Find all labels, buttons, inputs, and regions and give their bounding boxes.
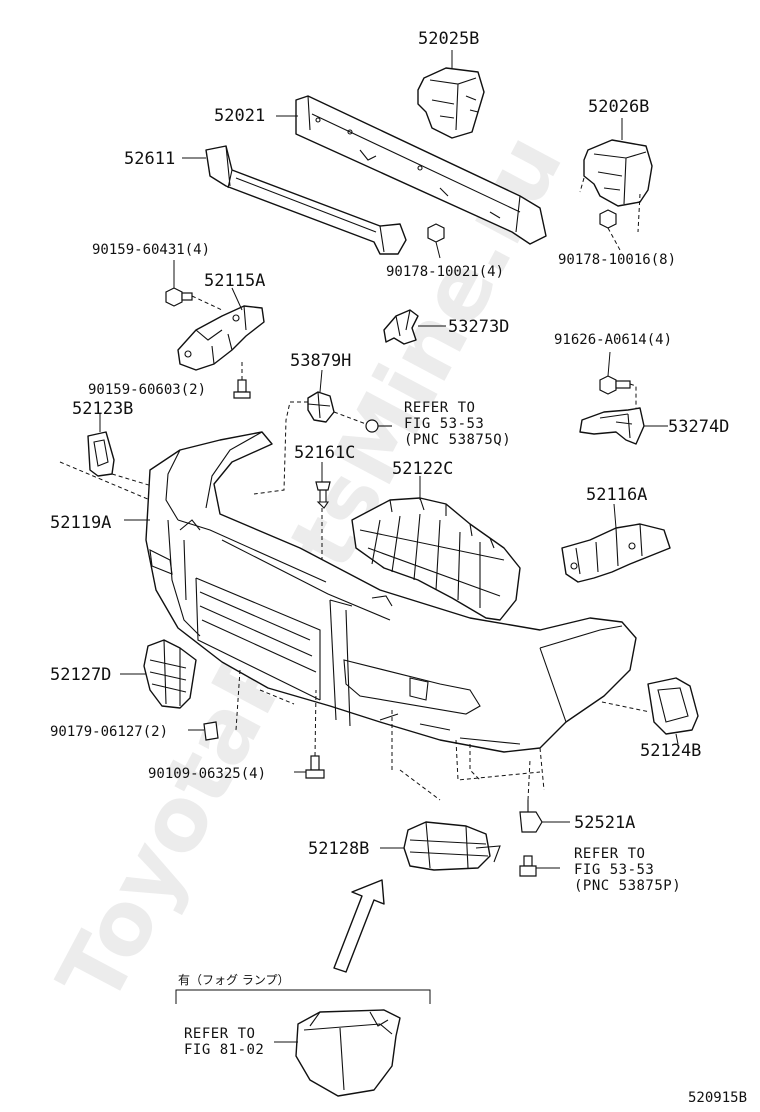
bolt-90159-60603[interactable]: [233, 379, 251, 399]
label-52122C[interactable]: 52122C: [392, 459, 453, 479]
part-52122C[interactable]: [351, 497, 521, 621]
figure-code: 520915B: [688, 1090, 747, 1106]
label-52127D[interactable]: 52127D: [50, 665, 111, 685]
label-52115A[interactable]: 52115A: [204, 271, 265, 291]
label-53274D[interactable]: 53274D: [668, 417, 729, 437]
leader-52115A: [231, 287, 243, 311]
label-90179-06127[interactable]: 90179-06127(2): [50, 724, 168, 740]
part-53274D[interactable]: [579, 407, 645, 445]
part-52021[interactable]: [295, 95, 547, 245]
leader-52116A: [613, 503, 617, 529]
part-fog-lamp[interactable]: [295, 1009, 401, 1097]
refer-53875Q-line1: REFER TO: [404, 400, 475, 416]
refer-81-02-line2: FIG 81-02: [184, 1042, 264, 1058]
label-52123B[interactable]: 52123B: [72, 399, 133, 419]
dash-52521A: [527, 759, 531, 801]
refer-53875P-line2: FIG 53-53: [574, 862, 654, 878]
label-52124B[interactable]: 52124B: [640, 741, 701, 761]
refer-53875P-line1: REFER TO: [574, 846, 645, 862]
leader-53879H: [319, 369, 323, 393]
part-52115A[interactable]: [177, 305, 265, 371]
refer-81-02-line1: REFER TO: [184, 1026, 255, 1042]
label-90178-10021[interactable]: 90178-10021(4): [386, 264, 504, 280]
part-52161C[interactable]: [315, 481, 331, 509]
label-90159-60603[interactable]: 90159-60603(2): [88, 382, 206, 398]
label-53879H[interactable]: 53879H: [290, 351, 351, 371]
bolt-90109-06325[interactable]: [305, 755, 325, 779]
refer-53875Q-line2: FIG 53-53: [404, 416, 484, 432]
label-91626-A0614[interactable]: 91626-A0614(4): [554, 332, 672, 348]
part-52116A[interactable]: [561, 523, 671, 583]
fog-bracket-line: [175, 989, 431, 1004]
bolt-90178-10016[interactable]: [599, 209, 617, 229]
part-52611[interactable]: [205, 145, 407, 255]
label-52026B[interactable]: 52026B: [588, 97, 649, 117]
refer-53875P[interactable]: REFER TO FIG 53-53 (PNC 53875P): [574, 846, 681, 894]
label-90159-60431[interactable]: 90159-60431(4): [92, 242, 210, 258]
bolt-90178-10021[interactable]: [427, 223, 445, 243]
part-53273D[interactable]: [383, 309, 419, 345]
leader-90178-10021: [435, 241, 441, 259]
part-52128B[interactable]: [403, 821, 501, 871]
label-52128B[interactable]: 52128B: [308, 839, 369, 859]
label-52119A[interactable]: 52119A: [50, 513, 111, 533]
label-52611[interactable]: 52611: [124, 149, 175, 169]
dash-91626-A0614: [629, 383, 637, 410]
refer-53875Q[interactable]: REFER TO FIG 53-53 (PNC 53875Q): [404, 400, 511, 448]
label-52025B[interactable]: 52025B: [418, 29, 479, 49]
part-52026B[interactable]: [583, 139, 653, 207]
refer-53875P-line3: (PNC 53875P): [574, 878, 681, 894]
part-52025B[interactable]: [417, 67, 485, 139]
clip-90179-06127[interactable]: [203, 721, 219, 741]
part-53879H[interactable]: [307, 391, 335, 423]
fog-lamp-note: 有（フォグ ランプ）: [178, 973, 289, 987]
label-90178-10016[interactable]: 90178-10016(8): [558, 252, 676, 268]
label-53273D[interactable]: 53273D: [448, 317, 509, 337]
label-90109-06325[interactable]: 90109-06325(4): [148, 766, 266, 782]
dash-90178-10016: [579, 177, 641, 251]
leader-91626-A0614: [607, 351, 611, 377]
screw-ref-53875Q[interactable]: [365, 419, 392, 433]
dash-52123B: [59, 461, 153, 501]
refer-53875Q-line3: (PNC 53875Q): [404, 432, 511, 448]
leader-52124B: [675, 733, 679, 745]
dash-bumper-lines: [235, 669, 651, 801]
part-52123B[interactable]: [87, 431, 115, 477]
label-52021[interactable]: 52021: [214, 106, 265, 126]
refer-fig-81-02[interactable]: REFER TO FIG 81-02: [184, 1026, 264, 1058]
bolt-91626-A0614[interactable]: [599, 375, 631, 395]
label-52161C[interactable]: 52161C: [294, 443, 355, 463]
dash-53879H: [253, 401, 367, 495]
part-52127D[interactable]: [143, 639, 197, 709]
part-52521A[interactable]: [519, 800, 543, 833]
label-52521A[interactable]: 52521A: [574, 813, 635, 833]
part-52124B[interactable]: [647, 677, 699, 735]
screw-ref-53875P[interactable]: [519, 855, 537, 877]
dash-90159-60431: [191, 295, 223, 311]
arrow-icon: [333, 879, 385, 973]
part-52119A[interactable]: [145, 431, 637, 753]
bolt-90159-60431[interactable]: [165, 287, 193, 307]
label-52116A[interactable]: 52116A: [586, 485, 647, 505]
